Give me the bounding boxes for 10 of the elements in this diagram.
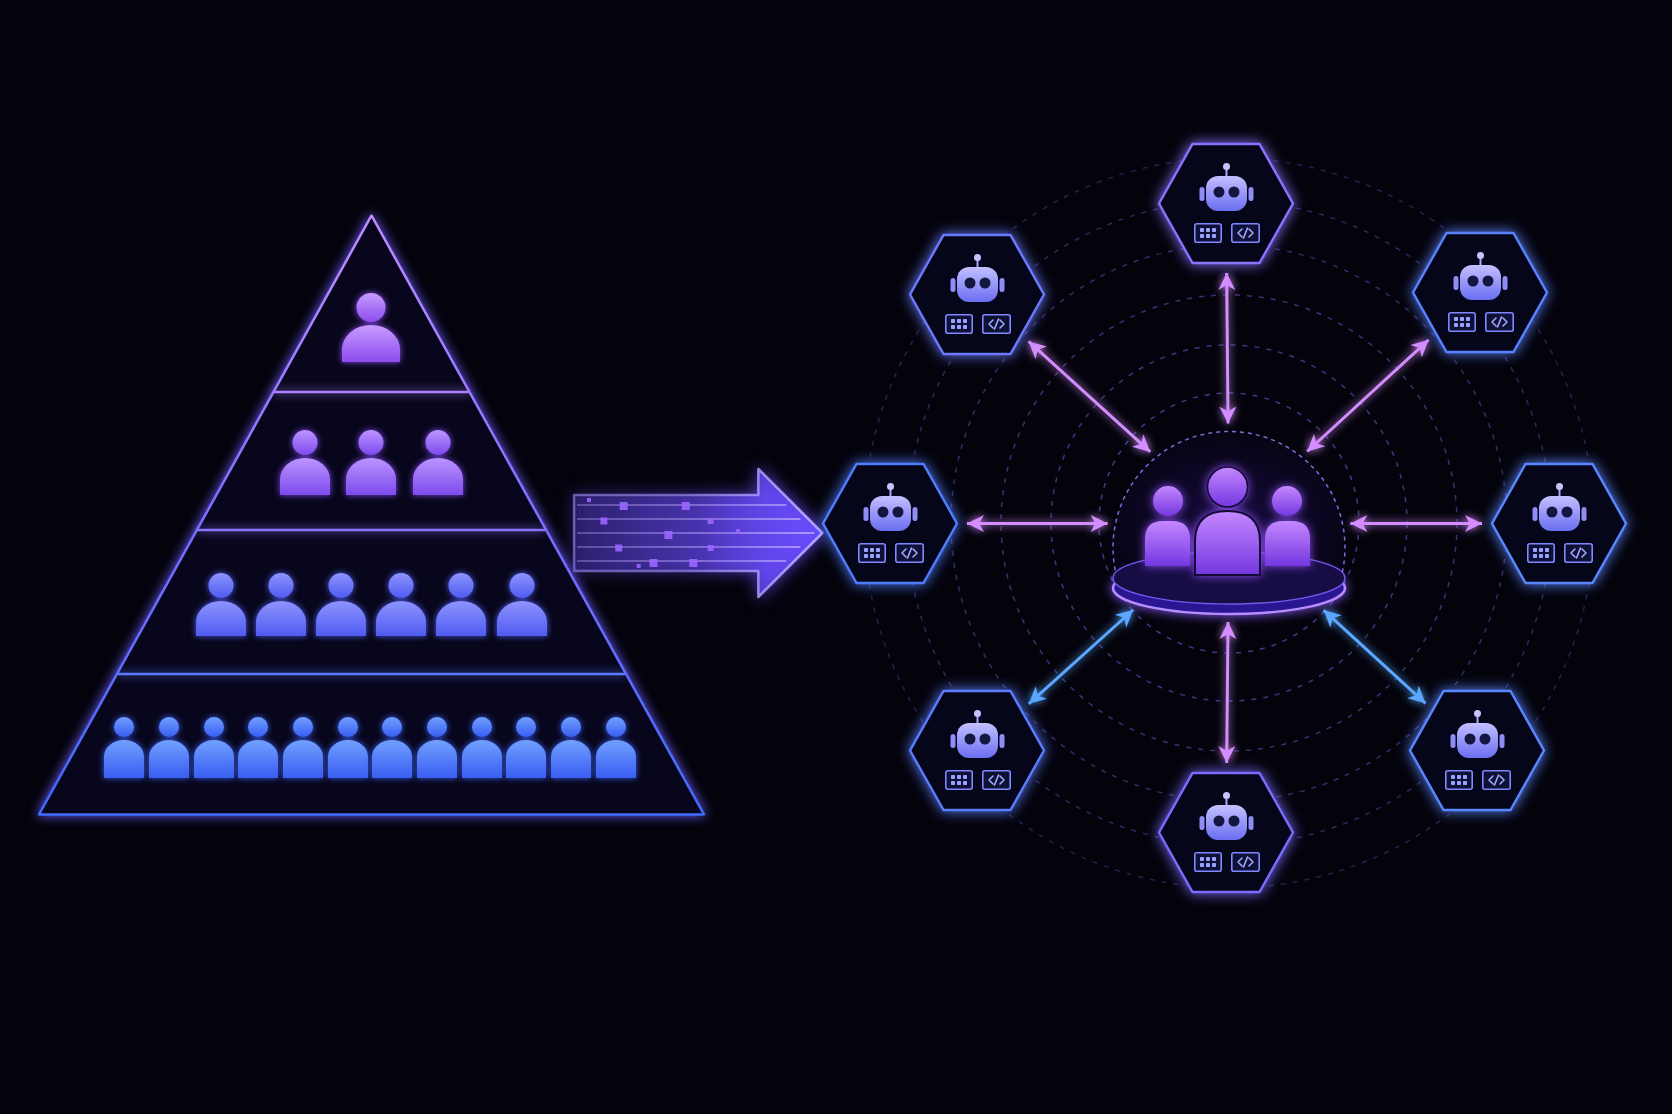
hexagon-node <box>908 689 1046 812</box>
hexagon-node <box>1490 462 1628 585</box>
hub-dome <box>1111 430 1347 617</box>
hexagon-node <box>821 462 959 585</box>
hexagon-node <box>1408 689 1546 812</box>
pyramid <box>37 213 706 816</box>
hexagon-node <box>1411 231 1549 354</box>
hexagon-node <box>1157 771 1295 894</box>
hexagon-node <box>1157 142 1295 265</box>
hexagon-node <box>908 233 1046 356</box>
